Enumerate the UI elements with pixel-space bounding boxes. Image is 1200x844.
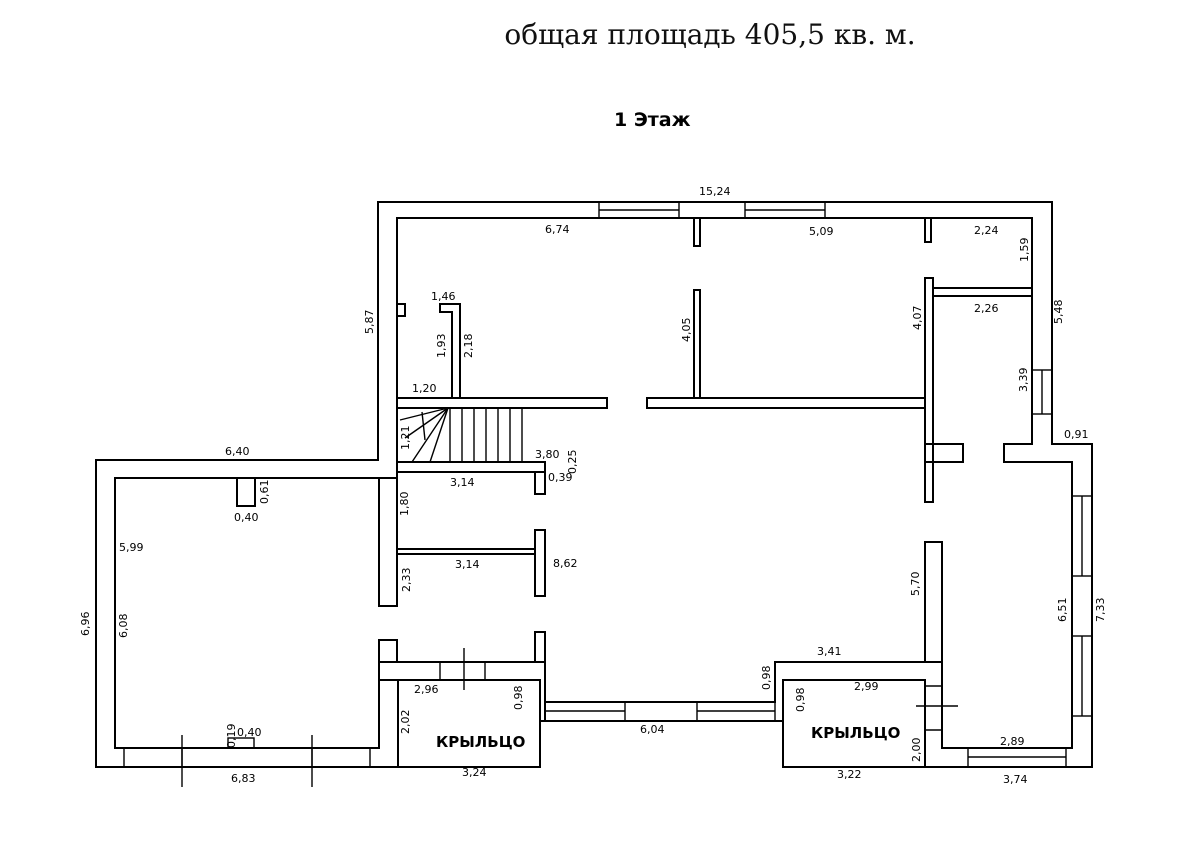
dimension-label: 1,80 bbox=[398, 492, 411, 517]
dimension-label: 3,41 bbox=[817, 645, 842, 658]
dimension-label: 6,74 bbox=[545, 223, 570, 236]
dimension-label: 1,93 bbox=[435, 334, 448, 359]
dimension-label: 0,25 bbox=[566, 450, 579, 475]
dimension-label: 7,33 bbox=[1094, 598, 1107, 623]
dimension-label: 2,00 bbox=[910, 738, 923, 763]
dimension-label: 1,20 bbox=[412, 382, 437, 395]
dimension-label: 2,18 bbox=[462, 334, 475, 359]
porch-label-right: КРЫЛЬЦО bbox=[811, 724, 900, 742]
dimension-label: 3,24 bbox=[462, 766, 487, 779]
dimension-label: 2,24 bbox=[974, 224, 999, 237]
dimension-label: 5,70 bbox=[909, 572, 922, 597]
dimension-label: 0,98 bbox=[512, 686, 525, 711]
dimension-label: 0,91 bbox=[1064, 428, 1089, 441]
dimension-label: 0,98 bbox=[794, 688, 807, 713]
inner-wall-outline bbox=[114, 217, 1073, 749]
dimension-label: 8,62 bbox=[553, 557, 578, 570]
dimension-label: 6,96 bbox=[79, 612, 92, 637]
total-area-heading: общая площадь 405,5 кв. м. bbox=[504, 18, 916, 51]
interior-walls bbox=[236, 217, 1033, 663]
dimension-label: 6,51 bbox=[1056, 598, 1069, 623]
porches bbox=[181, 648, 958, 787]
dimension-label: 5,48 bbox=[1052, 300, 1065, 325]
dimension-label: 1,59 bbox=[1018, 238, 1031, 263]
dimension-label: 1,46 bbox=[431, 290, 456, 303]
dimension-label: 5,87 bbox=[363, 310, 376, 335]
dimension-label: 4,05 bbox=[680, 318, 693, 343]
dimension-label: 2,02 bbox=[399, 710, 412, 735]
porch-label-left: КРЫЛЬЦО bbox=[436, 733, 525, 751]
dimension-label: 1,21 bbox=[399, 426, 412, 451]
dimension-labels: 15,24 6,74 5,09 2,24 1,59 5,87 1,46 1,93… bbox=[79, 185, 1107, 786]
dimension-label: 0,19 bbox=[225, 724, 238, 749]
dimension-label: 2,99 bbox=[854, 680, 879, 693]
dimension-label: 5,09 bbox=[809, 225, 834, 238]
floor-title: 1 Этаж bbox=[614, 109, 691, 131]
dimension-label: 2,26 bbox=[974, 302, 999, 315]
windows bbox=[123, 201, 1093, 768]
dimension-label: 15,24 bbox=[699, 185, 731, 198]
dimension-label: 3,39 bbox=[1017, 368, 1030, 393]
staircase bbox=[397, 407, 535, 463]
dimension-label: 3,22 bbox=[837, 768, 862, 781]
dimension-label: 6,08 bbox=[117, 614, 130, 639]
dimension-label: 4,07 bbox=[911, 306, 924, 331]
dimension-label: 6,40 bbox=[225, 445, 250, 458]
dimension-label: 3,74 bbox=[1003, 773, 1028, 786]
dimension-label: 0,40 bbox=[237, 726, 262, 739]
dimension-label: 5,99 bbox=[119, 541, 144, 554]
dimension-label: 3,14 bbox=[455, 558, 480, 571]
dimension-label: 0,39 bbox=[548, 471, 573, 484]
dimension-label: 3,14 bbox=[450, 476, 475, 489]
dimension-label: 3,80 bbox=[535, 448, 560, 461]
dimension-label: 6,04 bbox=[640, 723, 665, 736]
dimension-label: 0,61 bbox=[258, 480, 271, 505]
dimension-label: 2,33 bbox=[400, 568, 413, 593]
dimension-label: 6,83 bbox=[231, 772, 256, 785]
dimension-label: 2,96 bbox=[414, 683, 439, 696]
dimension-label: 0,98 bbox=[760, 666, 773, 691]
dimension-label: 2,89 bbox=[1000, 735, 1025, 748]
dimension-label: 0,40 bbox=[234, 511, 259, 524]
